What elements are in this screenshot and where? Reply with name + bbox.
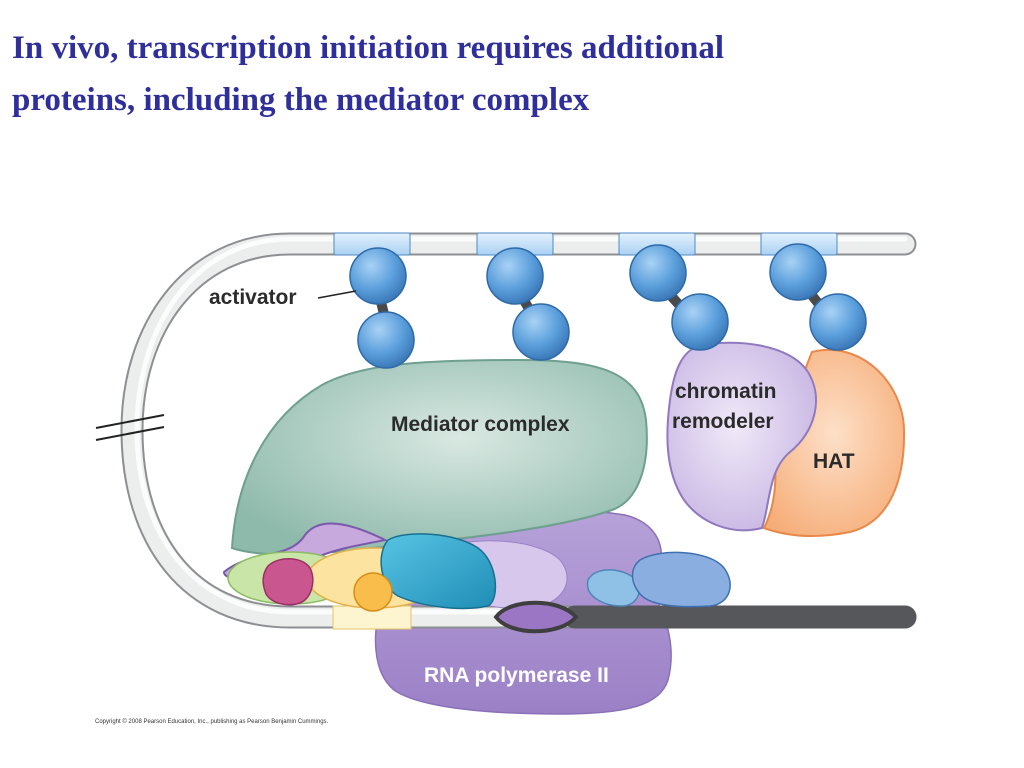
activator-callout-line bbox=[317, 290, 357, 299]
copyright-notice: Copyright © 2008 Pearson Education, Inc.… bbox=[95, 719, 329, 725]
activator-protein bbox=[349, 247, 415, 369]
factor-blue bbox=[631, 551, 731, 608]
factor-small-blue bbox=[586, 569, 640, 607]
activator-label: activator bbox=[209, 286, 297, 309]
mediator-complex-label: Mediator complex bbox=[391, 413, 570, 436]
activator-protein bbox=[629, 244, 729, 351]
chromatin-remodeler-label-line-1: chromatin bbox=[675, 380, 777, 403]
factor-pink bbox=[262, 558, 314, 606]
rna-polymerase-ii-label: RNA polymerase II bbox=[424, 664, 609, 687]
slide-title-line-2: proteins, including the mediator complex bbox=[12, 82, 590, 118]
activator-protein bbox=[769, 243, 867, 351]
general-transcription-factors bbox=[222, 522, 731, 612]
slide-title-line-1: In vivo, transcription initiation requir… bbox=[12, 30, 725, 66]
chromatin-remodeler bbox=[666, 341, 817, 532]
transcription-bubble bbox=[493, 600, 579, 634]
dna-strand bbox=[120, 232, 917, 629]
activators bbox=[349, 243, 867, 369]
slide-title: In vivo, transcription initiation requir… bbox=[12, 22, 1012, 126]
factor-orange bbox=[353, 572, 393, 612]
chromatin-remodeler-label-line-2: remodeler bbox=[672, 410, 774, 433]
hat-label: HAT bbox=[813, 450, 855, 473]
activator-protein bbox=[486, 247, 570, 361]
dna-break-marks bbox=[95, 414, 165, 441]
